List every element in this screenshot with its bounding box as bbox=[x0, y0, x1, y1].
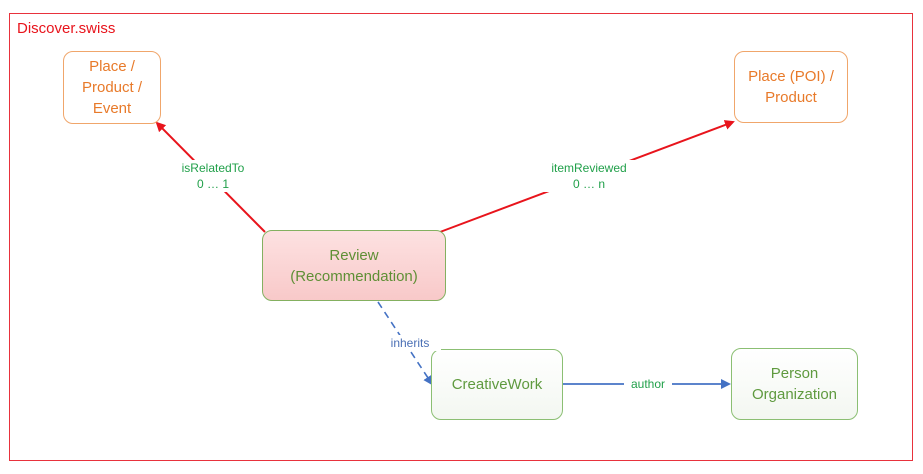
label-is-related-to: isRelatedTo 0 … 1 bbox=[176, 160, 250, 192]
relation-name: itemReviewed bbox=[551, 161, 627, 175]
node-person-organization: Person Organization bbox=[731, 348, 858, 420]
node-place-product-event: Place / Product / Event bbox=[63, 51, 161, 124]
label-inherits: inherits bbox=[379, 335, 441, 351]
relation-cardinality: 0 … 1 bbox=[196, 177, 229, 191]
node-review: Review (Recommendation) bbox=[262, 230, 446, 301]
discover-swiss-frame bbox=[9, 13, 913, 461]
node-creative-work: CreativeWork bbox=[431, 349, 563, 420]
node-place-poi-product: Place (POI) / Product bbox=[734, 51, 848, 123]
node-label: Review (Recommendation) bbox=[290, 246, 418, 285]
node-label: Place (POI) / Product bbox=[748, 68, 834, 106]
label-author: author bbox=[624, 376, 672, 392]
relation-name: inherits bbox=[390, 336, 430, 350]
label-item-reviewed: itemReviewed 0 … n bbox=[543, 160, 635, 192]
node-label: Place / Product / Event bbox=[81, 58, 143, 117]
relation-cardinality: 0 … n bbox=[572, 177, 605, 191]
node-label: Person Organization bbox=[751, 365, 838, 403]
relation-name: author bbox=[630, 377, 666, 391]
frame-title: Discover.swiss bbox=[17, 20, 116, 37]
node-label: CreativeWork bbox=[451, 376, 543, 393]
relation-name: isRelatedTo bbox=[181, 161, 245, 175]
